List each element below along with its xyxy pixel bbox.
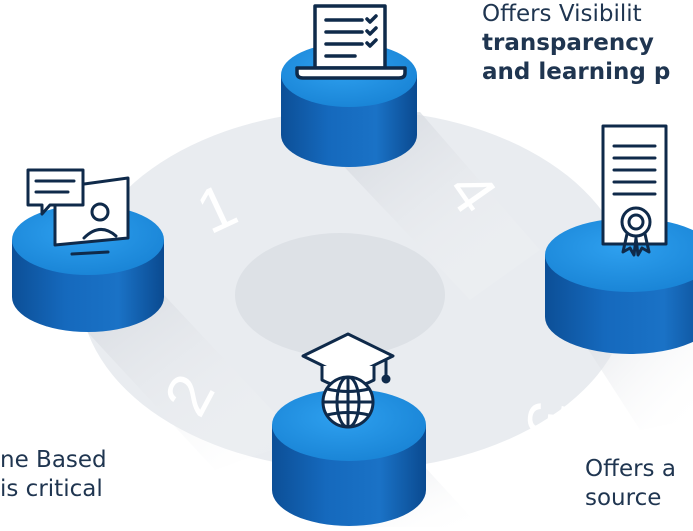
top-right-description: Offers Visibilit transparency and learni… — [482, 0, 670, 87]
certificate-icon — [601, 124, 668, 257]
bottom-left-line-1: ne Based — [0, 447, 107, 473]
top-right-line-1: Offers Visibilit — [482, 1, 642, 27]
step-number-3: 3 — [513, 399, 585, 439]
bottom-right-line-1: Offers a — [585, 456, 676, 482]
bottom-left-line-2: is critical — [0, 476, 103, 502]
top-right-line-3: and learning p — [482, 59, 671, 85]
top-right-line-2: transparency — [482, 30, 654, 56]
bottom-right-line-2: source — [585, 485, 662, 511]
bottom-right-description: Offers a source — [585, 455, 676, 513]
bottom-left-description: ne Based is critical — [0, 446, 107, 504]
laptop-checklist-icon — [295, 4, 407, 80]
cycle-inner-disc — [235, 233, 445, 357]
graduation-globe-icon — [301, 332, 395, 429]
online-course-monitor-icon — [26, 168, 130, 256]
